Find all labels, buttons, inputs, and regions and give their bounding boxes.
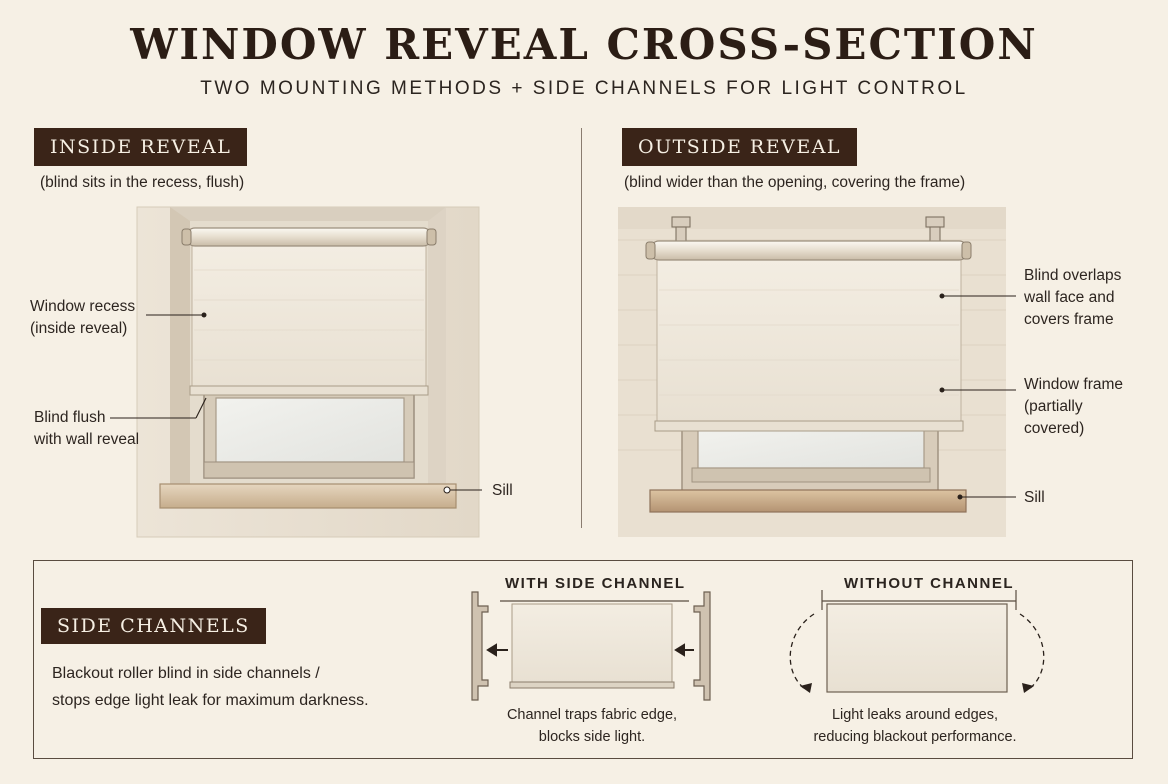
- inside-reveal-tag: INSIDE REVEAL: [34, 128, 248, 166]
- left-side-channel: [471, 591, 489, 701]
- inside-reveal-caption: (blind sits in the recess, flush): [40, 174, 245, 191]
- page-subtitle: TWO MOUNTING METHODS + SIDE CHANNELS FOR…: [200, 78, 968, 99]
- section-divider: [581, 128, 582, 528]
- label-blind-overlaps: Blind overlaps wall face and covers fram…: [1024, 267, 1122, 328]
- without-channel-caption: Light leaks around edges, reducing black…: [813, 707, 1017, 745]
- without-channel-illustration: [789, 590, 1045, 693]
- inside-roller-tube: [185, 227, 433, 247]
- label-outside-sill: Sill: [1024, 489, 1045, 506]
- page-title: WINDOW REVEAL CROSS-SECTION: [130, 20, 1038, 69]
- outside-reveal-illustration: [618, 207, 1016, 537]
- with-channel-caption: Channel traps fabric edge, blocks side l…: [506, 707, 678, 745]
- label-inside-sill: Sill: [492, 482, 513, 499]
- no-channel-blind-fabric: [826, 603, 1008, 693]
- outside-bottom-bar: [654, 420, 964, 432]
- inside-bottom-bar: [189, 385, 429, 396]
- side-channels-tag: SIDE CHANNELS: [41, 608, 266, 644]
- outside-roller-tube: [649, 240, 969, 261]
- outside-reveal-caption: (blind wider than the opening, covering …: [624, 174, 966, 191]
- label-blind-flush: Blind flush with wall reveal: [34, 409, 140, 448]
- without-channel-heading: WITHOUT CHANNEL: [844, 575, 1014, 592]
- side-channels-description: Blackout roller blind in side channels /…: [52, 665, 369, 709]
- with-channel-illustration: [471, 591, 711, 701]
- with-channel-heading: WITH SIDE CHANNEL: [505, 575, 686, 592]
- inside-blind-fabric: [191, 245, 427, 393]
- channel-blind-fabric: [511, 603, 673, 685]
- inside-reveal-illustration: [110, 206, 482, 538]
- outside-blind-fabric: [656, 258, 962, 426]
- label-window-recess: Window recess (inside reveal): [30, 298, 136, 337]
- right-side-channel: [693, 591, 711, 701]
- outside-reveal-tag: OUTSIDE REVEAL: [622, 128, 858, 166]
- side-channels-panel: [33, 560, 1133, 759]
- window-glass: [215, 397, 405, 463]
- outside-sill: [649, 489, 967, 513]
- inside-sill: [159, 483, 457, 509]
- label-window-frame: Window frame (partially covered): [1024, 376, 1124, 437]
